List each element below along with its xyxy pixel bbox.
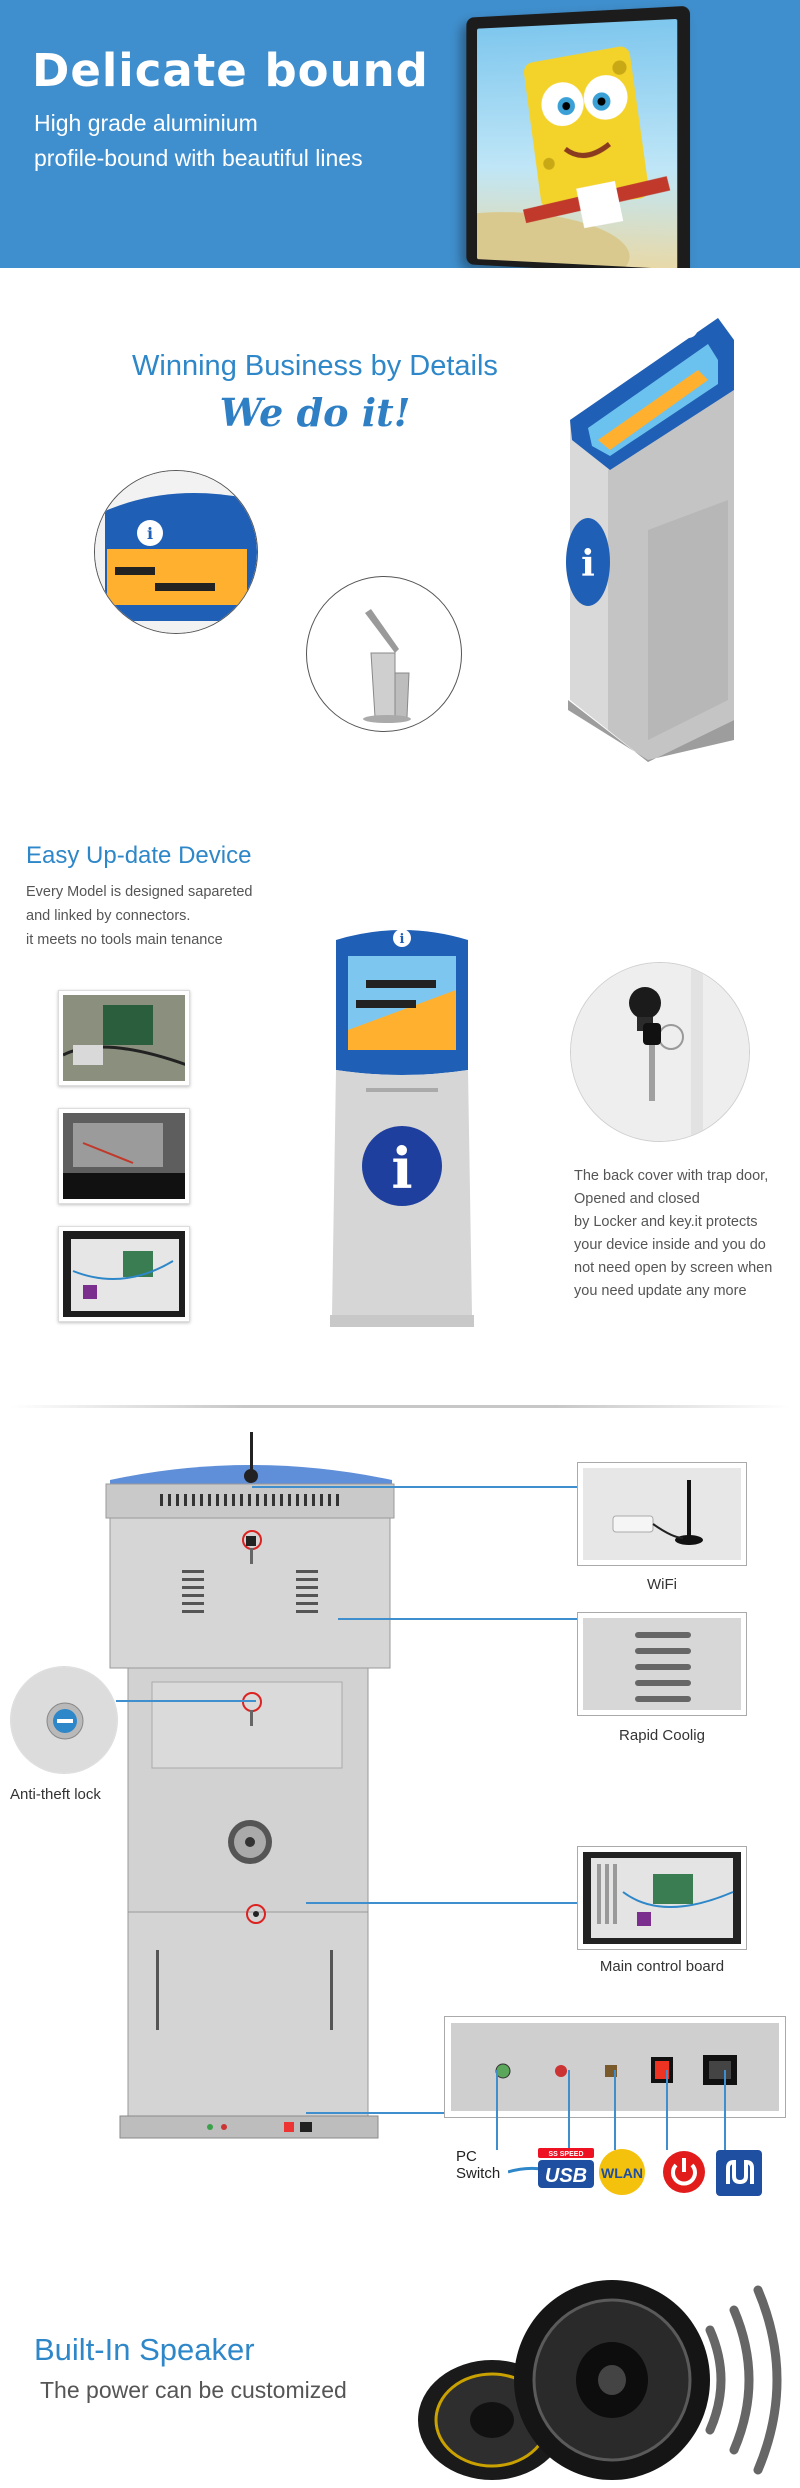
- speaker-image: [392, 2250, 792, 2482]
- wifi-label: WiFi: [647, 1576, 677, 1593]
- svg-text:i: i: [147, 524, 153, 543]
- speaker-title: Built-In Speaker: [34, 2332, 255, 2367]
- main-board-label: Main control board: [599, 1958, 725, 1975]
- ports-leader-line: [306, 2112, 446, 2114]
- kiosk-back-view: [100, 1430, 400, 2140]
- cooling-leader-line: [338, 1618, 578, 1620]
- back-cover-line-6: you need update any more: [574, 1283, 747, 1299]
- banner-title: Delicate bound: [32, 44, 429, 97]
- lock-key-circle: [570, 962, 750, 1142]
- update-desc-line-3: it meets no tools main tenance: [26, 932, 223, 948]
- hero-banner: Delicate bound High grade aluminium prof…: [0, 0, 800, 268]
- update-desc-line-2: and linked by connectors.: [26, 908, 191, 924]
- power-leader: [666, 2070, 668, 2150]
- wlan-leader: [614, 2070, 616, 2150]
- kiosk-angled-image: i: [548, 300, 734, 762]
- wlan-badge-text: WLAN: [601, 2165, 643, 2181]
- cooling-label: Rapid Coolig: [619, 1727, 705, 1744]
- svg-text:i: i: [391, 1136, 412, 1202]
- pc-switch-leader: [496, 2070, 498, 2150]
- power-plug-icon: [716, 2150, 762, 2196]
- back-cover-line-5: not need open by screen when: [574, 1260, 773, 1276]
- detail-circle-screen: i: [94, 470, 258, 634]
- details-subtitle: We do it!: [219, 390, 411, 435]
- section-divider: [10, 1405, 790, 1408]
- svg-text:i: i: [400, 932, 405, 947]
- wlan-badge: WLAN: [598, 2148, 646, 2196]
- monitor-image: [466, 5, 691, 268]
- back-cover-line-3: by Locker and key.it protects: [574, 1214, 758, 1230]
- update-desc-line-1: Every Model is designed sapareted: [26, 884, 253, 900]
- pc-switch-label: PC Switch: [456, 2148, 500, 2182]
- update-photo-2: [58, 1108, 190, 1204]
- cooling-photo: [577, 1612, 747, 1716]
- usb-badge: SS SPEED USB: [507, 2148, 594, 2190]
- update-photo-3: [58, 1226, 190, 1322]
- usb-leader: [568, 2070, 570, 2150]
- speaker-subtitle: The power can be customized: [40, 2377, 347, 2403]
- update-title: Easy Up-date Device: [26, 842, 252, 869]
- update-photo-1: [58, 990, 190, 1086]
- banner-subtitle-line-2: profile-bound with beautiful lines: [34, 145, 363, 171]
- anti-theft-lock-photo: [10, 1666, 118, 1774]
- back-cover-line-2: Opened and closed: [574, 1191, 700, 1207]
- lock-leader-line: [116, 1700, 256, 1702]
- usb-badge-top-text: SS SPEED: [548, 2151, 583, 2158]
- main-board-photo: [577, 1846, 747, 1950]
- svg-text:i: i: [581, 543, 595, 585]
- back-cover-line-1: The back cover with trap door,: [574, 1168, 769, 1184]
- kiosk-front-image: i i: [326, 920, 478, 1330]
- back-cover-line-4: your device inside and you do: [574, 1237, 766, 1253]
- banner-subtitle-line-1: High grade aluminium: [34, 110, 258, 136]
- anti-theft-lock-label: Anti-theft lock: [10, 1786, 101, 1803]
- details-title: Winning Business by Details: [132, 350, 498, 382]
- pc-switch-label-line-1: PC: [456, 2148, 477, 2165]
- detail-circle-kiosk-side: [306, 576, 462, 732]
- board-leader-line: [306, 1902, 578, 1904]
- wifi-leader-line: [252, 1486, 578, 1488]
- pc-switch-label-line-2: Switch: [456, 2165, 501, 2182]
- wifi-photo: [577, 1462, 747, 1566]
- power-icon: [662, 2150, 706, 2194]
- power-plug-leader: [724, 2070, 726, 2150]
- monitor-screen-cartoon: [477, 18, 678, 268]
- usb-badge-text: USB: [545, 2165, 587, 2187]
